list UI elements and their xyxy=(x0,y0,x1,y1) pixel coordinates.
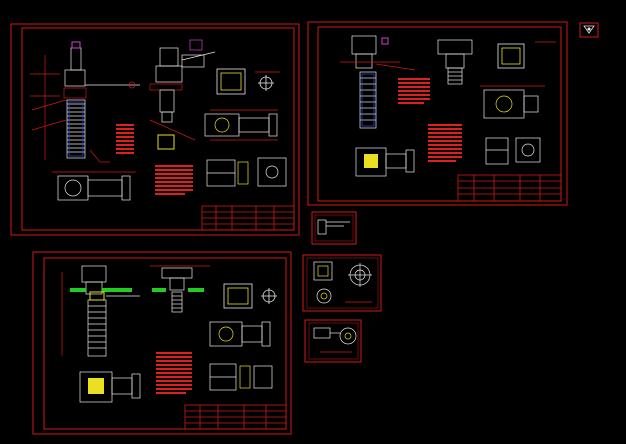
sheet-c-notes-block xyxy=(156,352,192,394)
detail-sheet-a[interactable] xyxy=(311,211,357,245)
sheet-b-notes-block xyxy=(398,78,462,162)
sheet-a-inner-frame xyxy=(21,27,295,231)
sheet-b-magenta-lug xyxy=(381,37,389,45)
sheet-c-inner-frame xyxy=(43,257,287,430)
detail-a-inner-frame xyxy=(314,214,354,242)
sheet-a-plan-square xyxy=(216,68,280,95)
detail-a-profile xyxy=(317,219,350,235)
sheet-c-plan-square xyxy=(223,283,277,309)
sheet-a-magenta-lug xyxy=(71,41,81,49)
sheet-b-plan-square xyxy=(497,41,556,69)
drawing-sheet-b[interactable] xyxy=(307,21,568,206)
sheet-a-cylinder-assembly xyxy=(204,109,278,141)
sheet-b-bracket-detail xyxy=(485,137,541,165)
detail-b-frame xyxy=(302,254,382,312)
sheet-c-green-deck xyxy=(70,288,204,292)
sheet-a-small-square xyxy=(157,134,175,150)
sheet-b-inner-frame xyxy=(317,26,562,202)
sheet-a-outer-frame xyxy=(10,23,300,236)
sheet-c-outer-frame xyxy=(32,251,292,435)
sheet-a-side-view xyxy=(149,39,216,141)
sheet-c-cylinder-assembly xyxy=(209,321,271,347)
sheet-b-outer-frame xyxy=(307,21,568,206)
sheet-b-top-view xyxy=(437,39,473,85)
sheet-c-bracket-detail xyxy=(209,363,273,391)
sheet-c-side-view xyxy=(150,265,210,313)
detail-sheet-c[interactable] xyxy=(304,319,362,363)
sheet-b-hoist-elevation xyxy=(340,35,416,129)
sheet-b-cylinder-plan xyxy=(480,85,545,119)
sheet-a-bottom-assembly xyxy=(52,171,136,201)
detail-b-inner-frame xyxy=(306,257,379,309)
sheet-a-title-block xyxy=(201,205,295,231)
sheet-b-title-block xyxy=(457,174,562,202)
detail-c-gear xyxy=(313,327,357,353)
drawing-sheet-c[interactable] xyxy=(32,251,292,435)
detail-a-frame xyxy=(311,211,357,245)
sheet-b-yellow-assembly xyxy=(355,147,415,177)
sheet-a-hoist-elevation xyxy=(30,47,140,163)
detail-b-drawings xyxy=(313,261,372,304)
detail-c-inner-frame xyxy=(308,322,359,360)
sheet-a-bracket-detail xyxy=(206,157,287,187)
detail-sheet-b[interactable] xyxy=(302,254,382,312)
drawing-sheet-a[interactable] xyxy=(10,23,300,236)
detail-c-frame xyxy=(304,319,362,363)
sheet-c-yellow-assembly xyxy=(79,371,141,403)
valve-symbol-icon[interactable] xyxy=(579,22,599,38)
sheet-a-notes-block xyxy=(116,124,193,195)
sheet-c-yellow-sleeve xyxy=(89,291,105,301)
sheet-c-title-block xyxy=(184,404,287,430)
